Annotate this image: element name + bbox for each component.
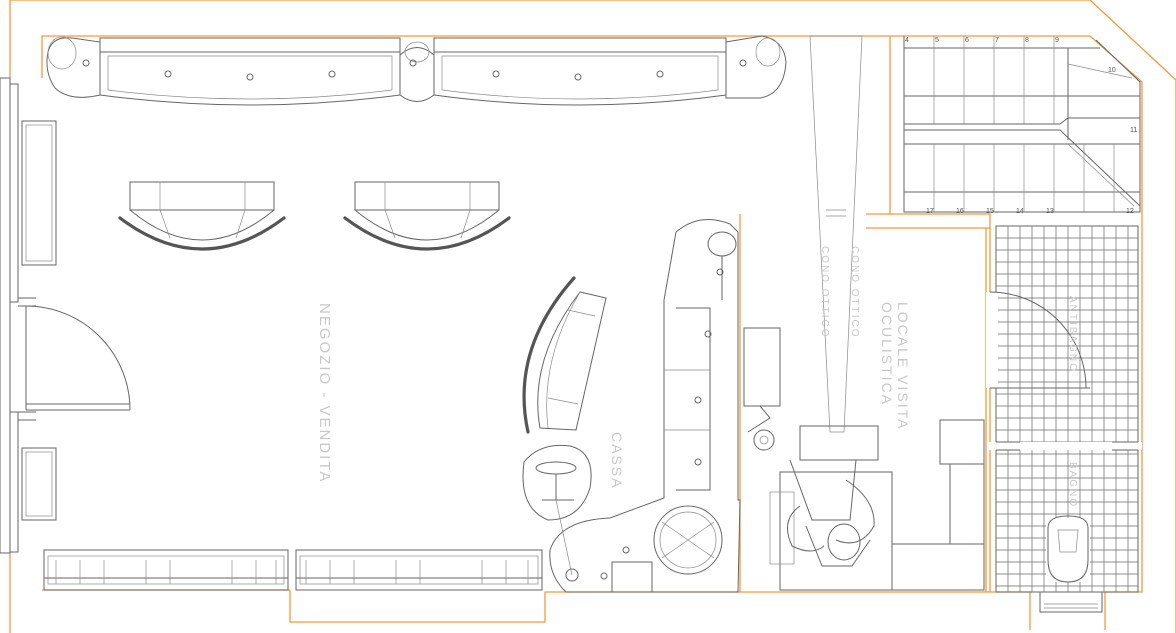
top-display-cabinets [46, 35, 787, 106]
stair-step-number: 5 [935, 37, 939, 44]
stair-step-number: 10 [1108, 67, 1116, 74]
optic-cone [809, 35, 863, 433]
stair-step-number: 9 [1055, 37, 1059, 44]
room-label-bath: BAGNO [1067, 462, 1078, 508]
room-label-exam-line2: OCULISTICA [879, 302, 895, 406]
entrance-door [25, 305, 131, 411]
stair-step-number: 11 [1130, 127, 1137, 134]
stair-step-number: 4 [905, 37, 909, 44]
stair-step-number: 13 [1046, 208, 1054, 215]
stair-step-number: 14 [1016, 208, 1024, 215]
curved-display-angled [522, 276, 607, 434]
optic-cone-label: CONO OTTICO [849, 246, 860, 339]
stair-step-number: 6 [965, 37, 969, 44]
room-label-exam-line1: LOCALE VISITA [895, 302, 911, 430]
stair-step-number: 8 [1025, 37, 1029, 44]
entrance-facade [0, 77, 130, 554]
optic-cone-label: CONO OTTICO [819, 246, 830, 339]
curved-display-left [118, 181, 286, 251]
stair-step-number: 12 [1126, 208, 1134, 215]
room-label-shop: NEGOZIO - VENDITA [316, 303, 333, 483]
stair-step-number: 17 [926, 208, 934, 215]
staircase: 4 5 6 7 8 9 10 11 12 13 14 15 16 17 [903, 36, 1141, 215]
room-label-cashier: CASSA [609, 432, 625, 489]
curved-display-right [343, 181, 511, 251]
exam-room-furniture [743, 327, 985, 591]
bottom-display-cases [43, 549, 543, 591]
stair-step-number: 15 [986, 208, 994, 215]
toilet-icon [1039, 515, 1103, 613]
cash-desk [522, 219, 741, 593]
room-label-antibath: ANTIBAGNO [1067, 296, 1078, 373]
stair-step-number: 16 [956, 208, 964, 215]
stair-step-number: 7 [995, 37, 999, 44]
